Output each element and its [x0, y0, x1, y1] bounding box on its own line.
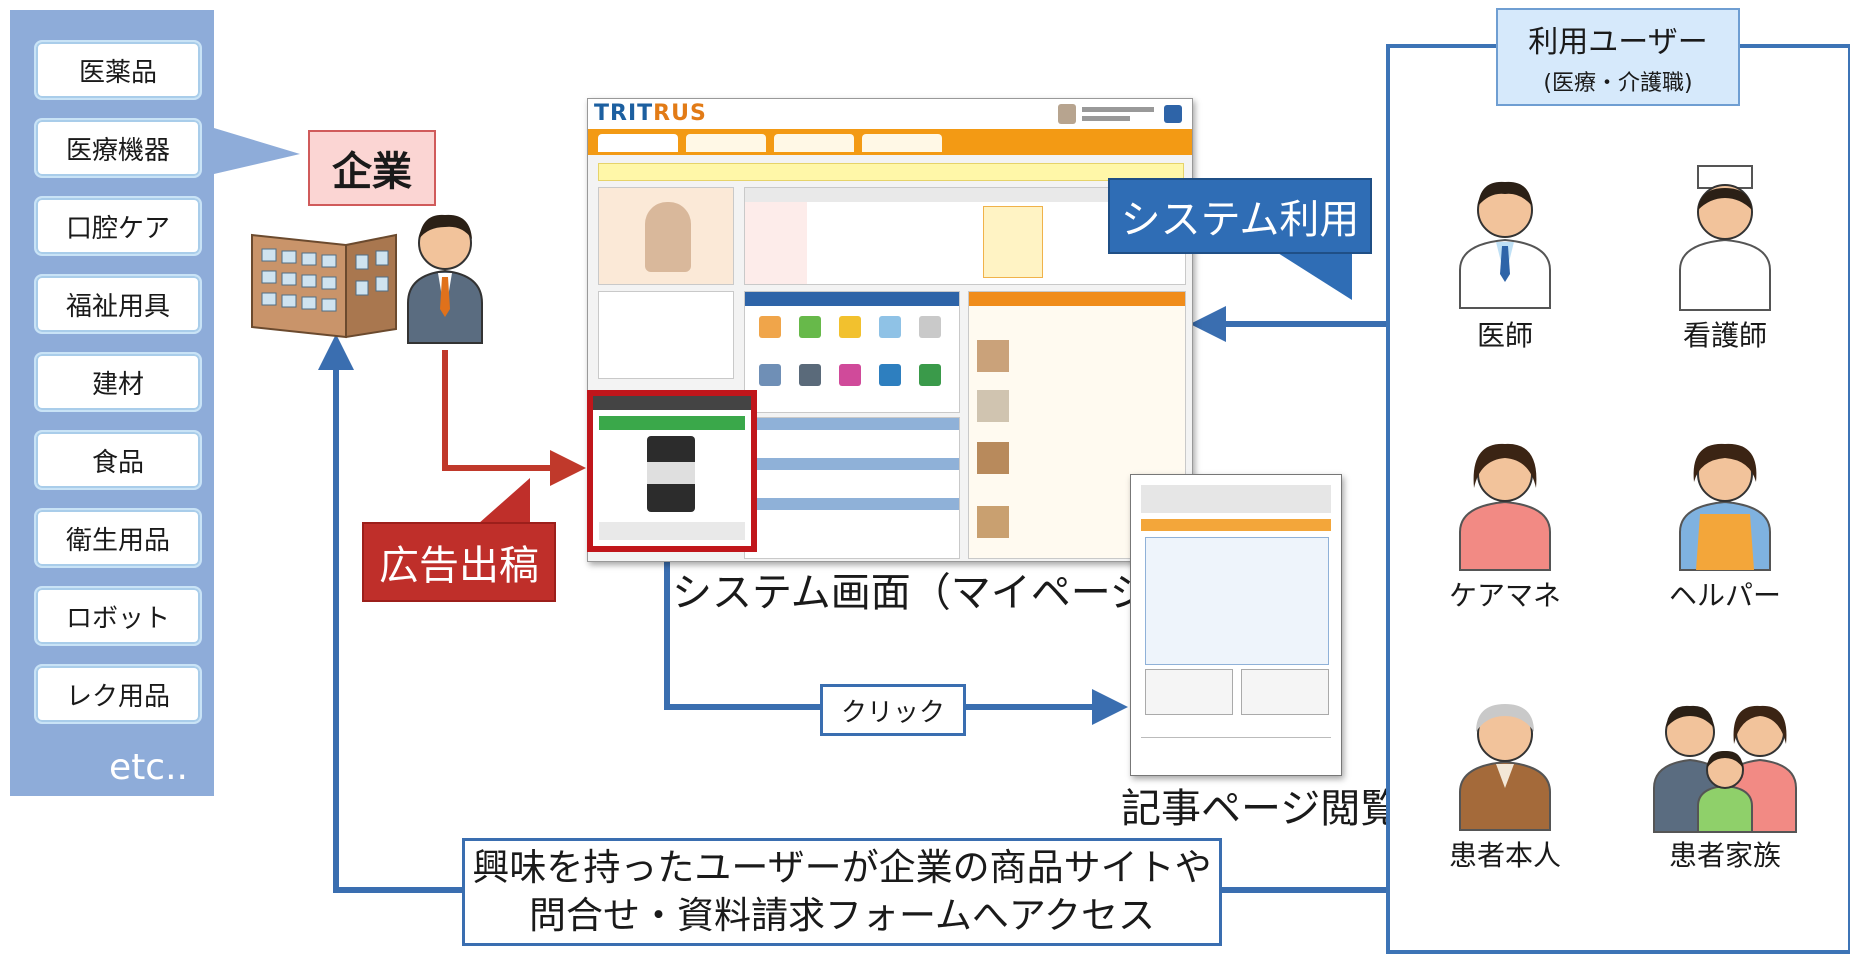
advert-arrow: [442, 350, 586, 486]
user-role-patient-family: 患者家族: [1668, 839, 1781, 872]
app-icon: [799, 364, 821, 386]
app-icon: [879, 364, 901, 386]
tritrus-logo: TRITRUS: [594, 101, 707, 126]
user-role-helper: ヘルパー: [1668, 579, 1781, 612]
care-manager-icon: [1459, 443, 1551, 571]
app-icon: [839, 316, 861, 338]
patient-family-icon: [1653, 705, 1797, 833]
tab-news: [774, 134, 854, 152]
logo-main: TRIT: [594, 101, 654, 126]
category-item: 衛生用品: [34, 508, 202, 568]
pickup-ad[interactable]: [587, 390, 757, 552]
company-building-icon: [251, 233, 397, 339]
click-label: クリック: [820, 684, 966, 736]
app-icon: [759, 364, 781, 386]
users-title-main: 利用ユーザー: [1528, 25, 1708, 60]
users-title-sub: (医療・介護職): [1543, 71, 1693, 96]
system-use-callout: システム利用: [1108, 178, 1372, 254]
screen-tabs: [588, 129, 1192, 155]
header-user-text: [1082, 107, 1154, 112]
company-label: 企業: [308, 130, 436, 206]
app-icon: [919, 364, 941, 386]
category-item: 福祉用具: [34, 274, 202, 334]
user-role-doctor: 医師: [1476, 319, 1533, 352]
directory-list: [744, 417, 960, 559]
tab-mypage: [598, 134, 678, 152]
user-role-patient: 患者本人: [1448, 839, 1561, 872]
article-page-preview: [1130, 474, 1342, 776]
logo-accent: RUS: [653, 101, 707, 126]
user-role-care-manager: ケアマネ: [1448, 579, 1561, 612]
version-notice-bar: [598, 163, 1184, 181]
services-panel: [744, 291, 960, 413]
category-etc: etc..: [109, 747, 188, 788]
category-pointer: [214, 128, 300, 174]
category-item: 医療機器: [34, 118, 202, 178]
category-item: レク用品: [34, 664, 202, 724]
category-item: 建材: [34, 352, 202, 412]
doctor-icon: [1459, 181, 1551, 309]
app-icon: [919, 316, 941, 338]
tab-notice: [862, 134, 942, 152]
app-icon: [839, 364, 861, 386]
category-item: ロボット: [34, 586, 202, 646]
nurse-icon: [1679, 165, 1771, 311]
menu-icon: [1164, 105, 1182, 123]
advert-tail: [478, 478, 530, 524]
staff-list: [598, 291, 734, 379]
system-screen: TRITRUS: [587, 98, 1193, 562]
access-message: 興味を持ったユーザーが企業の商品サイトや 問合せ・資料請求フォームへアクセス: [462, 838, 1222, 946]
article-diagram: [1145, 537, 1329, 665]
access-message-line1: 興味を持ったユーザーが企業の商品サイトや: [472, 846, 1212, 889]
category-item: 医薬品: [34, 40, 202, 100]
app-icon: [879, 316, 901, 338]
screen-header: TRITRUS: [588, 99, 1192, 129]
user-role-nurse: 看護師: [1682, 319, 1767, 352]
tab-timeline: [686, 134, 766, 152]
access-message-line2: 問合せ・資料請求フォームへアクセス: [528, 894, 1156, 937]
article-footer-logo: [1141, 737, 1331, 764]
businessman-icon: [407, 214, 483, 344]
article-caption: 記事ページ閲覧: [1121, 786, 1401, 832]
app-icon: [799, 316, 821, 338]
category-item: 食品: [34, 430, 202, 490]
helper-icon: [1679, 443, 1771, 571]
users-title: 利用ユーザー (医療・介護職): [1496, 8, 1740, 106]
category-panel: 医薬品 医療機器 口腔ケア 福祉用具 建材 食品 衛生用品 ロボット レク用品 …: [10, 10, 214, 796]
app-icon: [759, 316, 781, 338]
patient-icon: [1459, 704, 1551, 831]
profile-card: [598, 187, 734, 285]
avatar: [1058, 104, 1076, 124]
category-item: 口腔ケア: [34, 196, 202, 256]
advert-callout: 広告出稿: [362, 522, 556, 602]
screen-caption: システム画面（マイページ）: [672, 570, 1190, 616]
system-use-tail: [1270, 248, 1352, 300]
